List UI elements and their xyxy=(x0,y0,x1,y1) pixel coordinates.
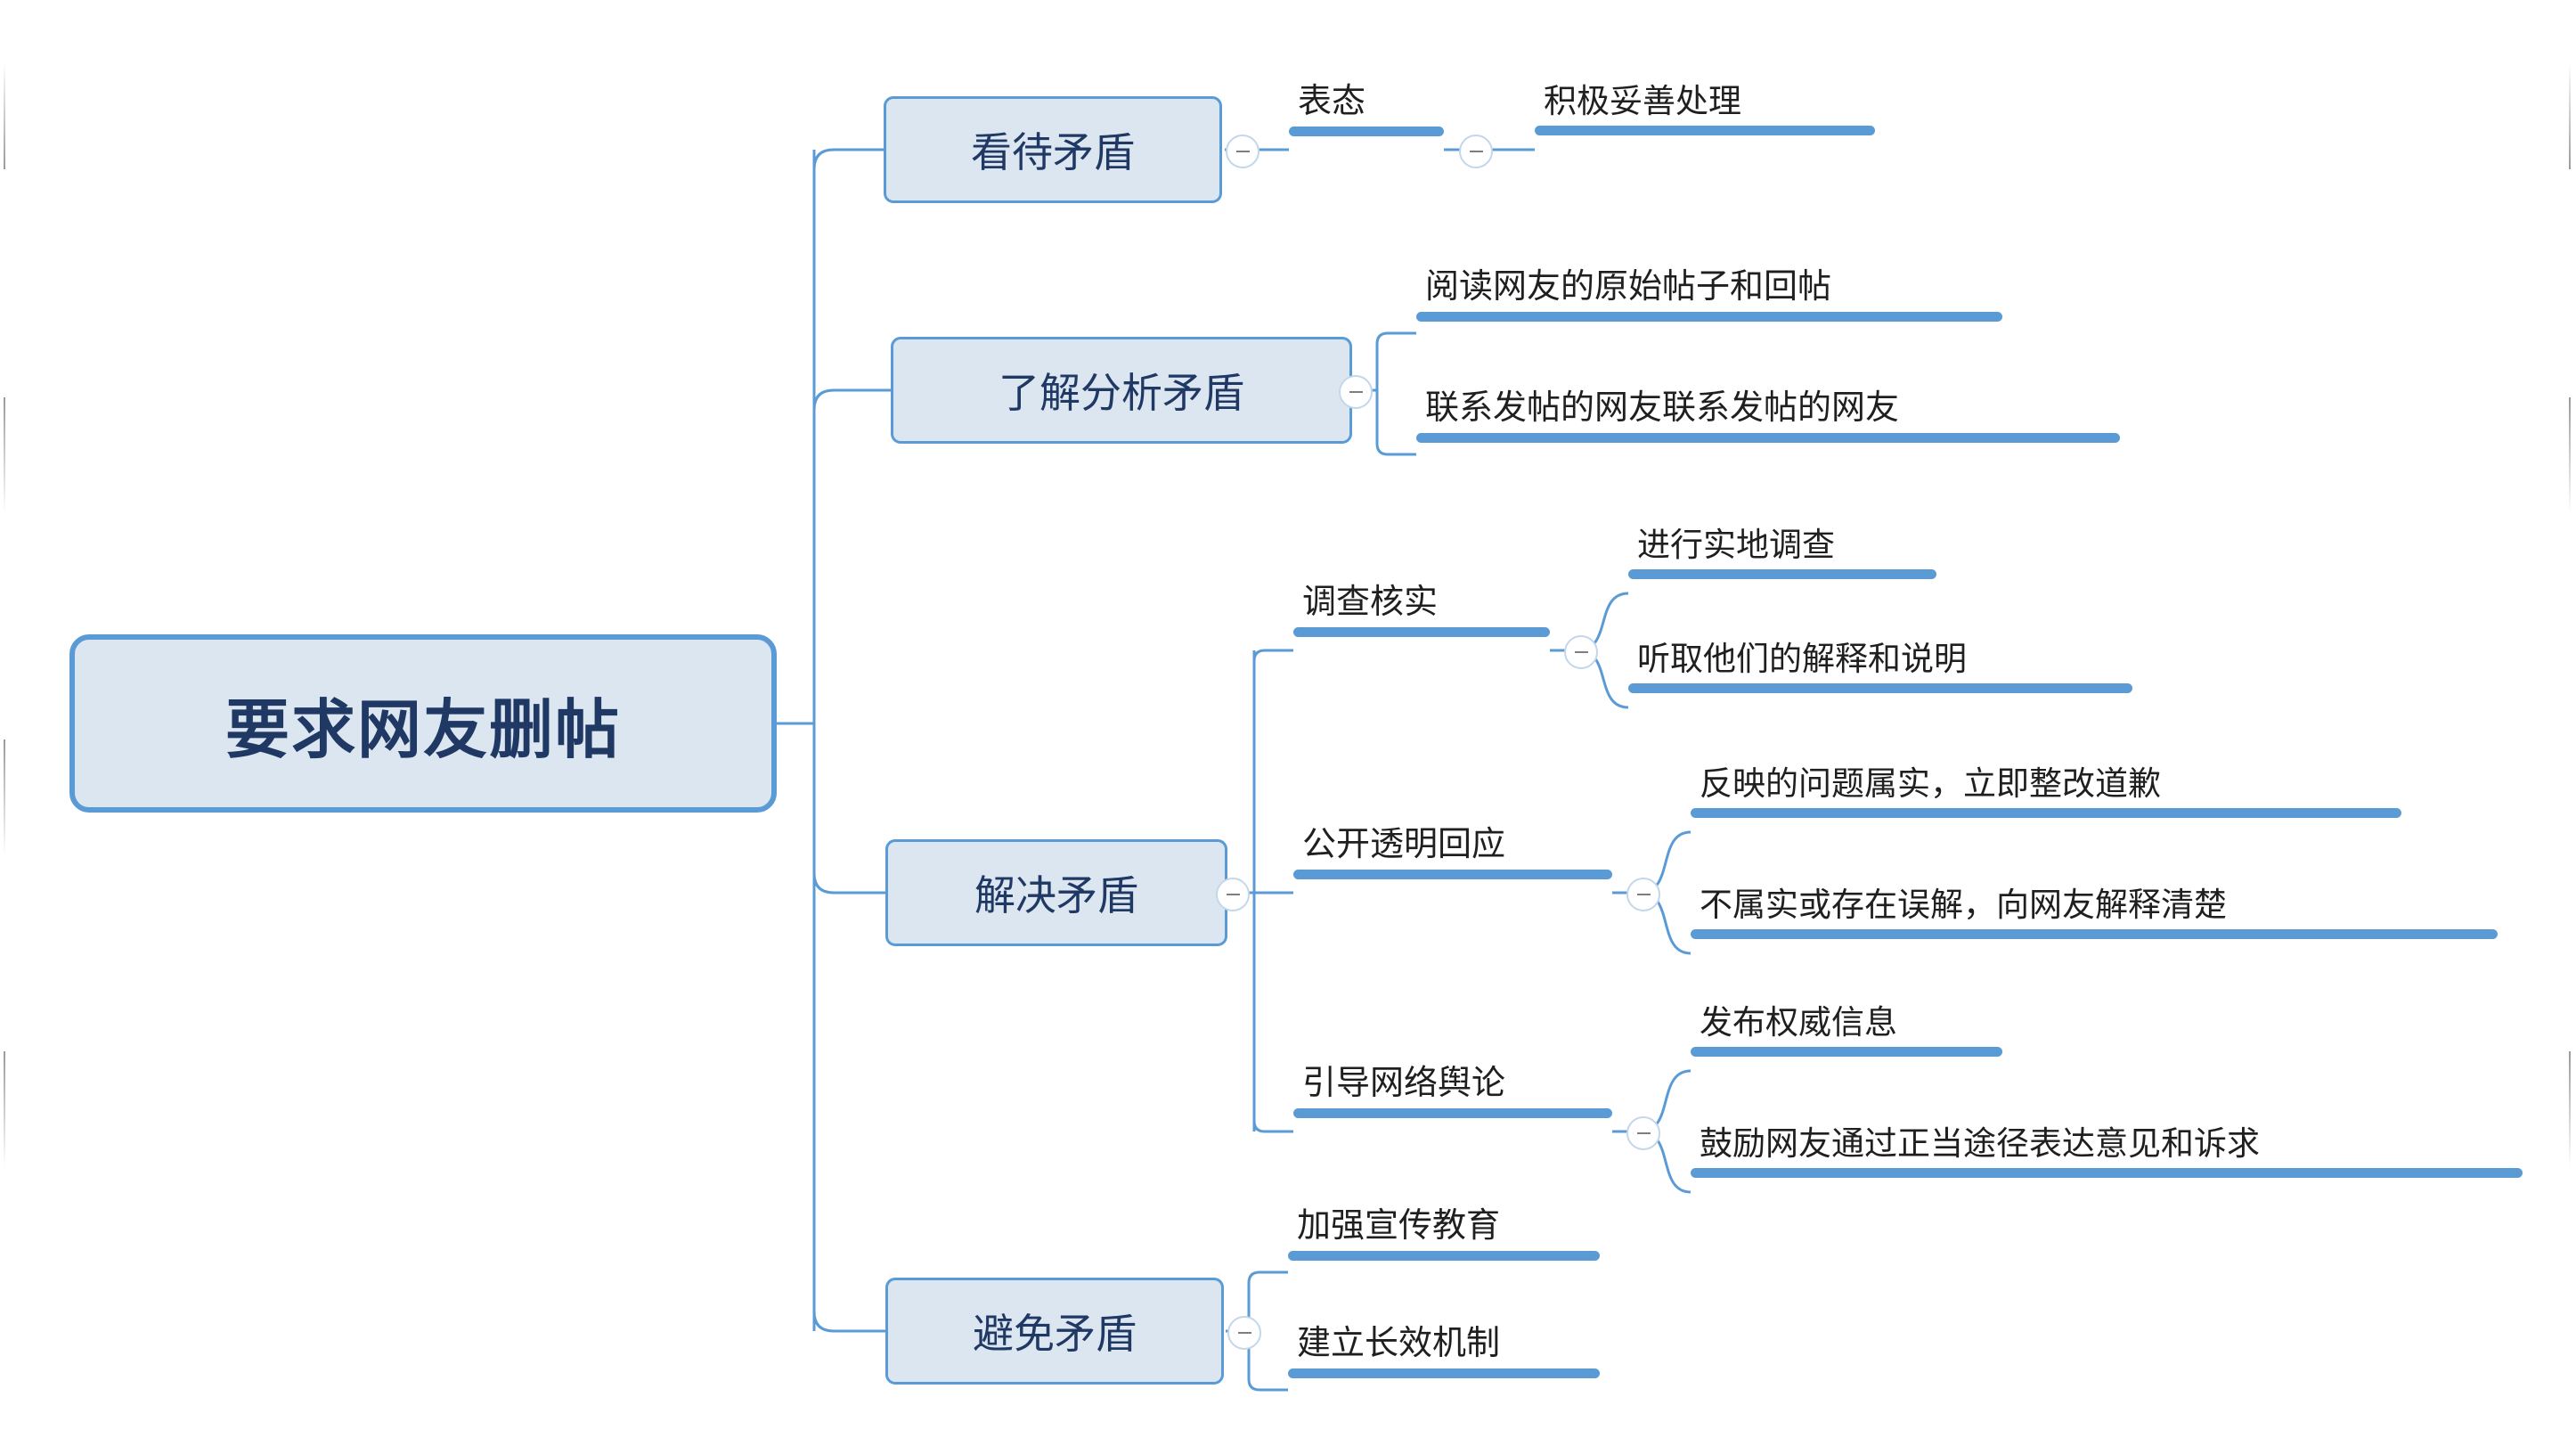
node-guli-wangyou-biaoda-yijian[interactable]: 鼓励网友通过正当途径表达意见和诉求 xyxy=(1691,1127,2523,1178)
node-underline-bar xyxy=(1288,1368,1600,1378)
node-fabu-quanwei-xinxi[interactable]: 发布权威信息 xyxy=(1691,1006,2002,1057)
branch-node-liaojie-fenxi-maodun[interactable]: 了解分析矛盾 xyxy=(891,337,1352,444)
node-jiji-tuoshan-chuli[interactable]: 积极妥善处理 xyxy=(1535,85,1875,135)
collapse-minus-icon[interactable] xyxy=(1564,635,1598,669)
node-underline-bar xyxy=(1293,870,1612,879)
page-edge-tick xyxy=(4,62,5,169)
node-label: 公开透明回应 xyxy=(1302,826,1506,863)
node-underline-bar xyxy=(1691,929,2498,939)
node-label: 听取他们的解释和说明 xyxy=(1637,641,1967,677)
page-edge-tick xyxy=(2569,1051,2571,1167)
node-underline-bar xyxy=(1628,683,2132,693)
node-label: 鼓励网友通过正当途径表达意见和诉求 xyxy=(1700,1125,2260,1162)
node-label: 建立长效机制 xyxy=(1297,1325,1501,1362)
node-underline-bar xyxy=(1691,1168,2523,1178)
branch-node-kandai-maodun[interactable]: 看待矛盾 xyxy=(884,96,1222,203)
node-gongkai-touming-huiying[interactable]: 公开透明回应 xyxy=(1293,828,1612,879)
node-underline-bar xyxy=(1416,433,2120,443)
node-underline-bar xyxy=(1288,1251,1600,1261)
collapse-minus-icon[interactable] xyxy=(1226,135,1259,168)
node-jinxing-shidi-diaocha[interactable]: 进行实地调查 xyxy=(1628,528,1936,579)
node-underline-bar xyxy=(1293,1108,1612,1118)
page-edge-tick xyxy=(4,739,5,855)
node-label: 加强宣传教育 xyxy=(1297,1207,1501,1245)
collapse-minus-icon[interactable] xyxy=(1626,1116,1660,1150)
page-edge-tick xyxy=(2569,397,2571,513)
branch-node-bimian-maodun[interactable]: 避免矛盾 xyxy=(885,1278,1224,1385)
node-underline-bar xyxy=(1691,808,2401,818)
root-node[interactable]: 要求网友删帖 xyxy=(69,634,777,813)
node-tingqu-jieshi-shuoming[interactable]: 听取他们的解释和说明 xyxy=(1628,642,2132,693)
collapse-minus-icon[interactable] xyxy=(1459,135,1493,168)
node-underline-bar xyxy=(1416,312,2002,322)
node-yindao-wangluo-yulun[interactable]: 引导网络舆论 xyxy=(1293,1066,1612,1118)
node-underline-bar xyxy=(1293,627,1550,637)
node-label: 表态 xyxy=(1298,83,1366,120)
node-label: 引导网络舆论 xyxy=(1302,1065,1506,1102)
node-lianxi-fatie-wangyou[interactable]: 联系发帖的网友联系发帖的网友 xyxy=(1416,391,2120,443)
node-jiaqiang-xuanchuan-jiaoyu[interactable]: 加强宣传教育 xyxy=(1288,1209,1600,1261)
node-biaotai[interactable]: 表态 xyxy=(1289,85,1444,136)
node-label: 不属实或存在误解，向网友解释清楚 xyxy=(1700,886,2227,923)
node-underline-bar xyxy=(1691,1047,2002,1057)
collapse-minus-icon[interactable] xyxy=(1339,375,1373,409)
node-label: 进行实地调查 xyxy=(1637,527,1835,563)
collapse-minus-icon[interactable] xyxy=(1626,878,1660,911)
node-label: 发布权威信息 xyxy=(1700,1004,1897,1041)
node-label: 联系发帖的网友联系发帖的网友 xyxy=(1425,389,1900,427)
node-jianli-changxiao-jizhi[interactable]: 建立长效机制 xyxy=(1288,1327,1600,1378)
collapse-minus-icon[interactable] xyxy=(1216,878,1250,911)
node-bu-shushi-jieshi-qingchu[interactable]: 不属实或存在误解，向网友解释清楚 xyxy=(1691,888,2498,939)
node-underline-bar xyxy=(1535,126,1875,135)
node-fanying-wenti-shushi[interactable]: 反映的问题属实，立即整改道歉 xyxy=(1691,767,2401,818)
node-label: 积极妥善处理 xyxy=(1544,83,1741,119)
node-label: 反映的问题属实，立即整改道歉 xyxy=(1700,765,2161,802)
node-label: 阅读网友的原始帖子和回帖 xyxy=(1425,268,1832,306)
page-edge-tick xyxy=(4,397,5,513)
node-label: 调查核实 xyxy=(1302,584,1439,621)
page-edge-tick xyxy=(2569,62,2571,169)
node-diaocha-heshi[interactable]: 调查核实 xyxy=(1293,585,1550,637)
branch-node-jiejue-maodun[interactable]: 解决矛盾 xyxy=(885,839,1227,946)
page-edge-tick xyxy=(4,1051,5,1167)
node-underline-bar xyxy=(1289,127,1444,136)
collapse-minus-icon[interactable] xyxy=(1227,1316,1261,1350)
node-underline-bar xyxy=(1628,569,1936,579)
node-yuedu-yuanshi-tiezi[interactable]: 阅读网友的原始帖子和回帖 xyxy=(1416,270,2002,322)
